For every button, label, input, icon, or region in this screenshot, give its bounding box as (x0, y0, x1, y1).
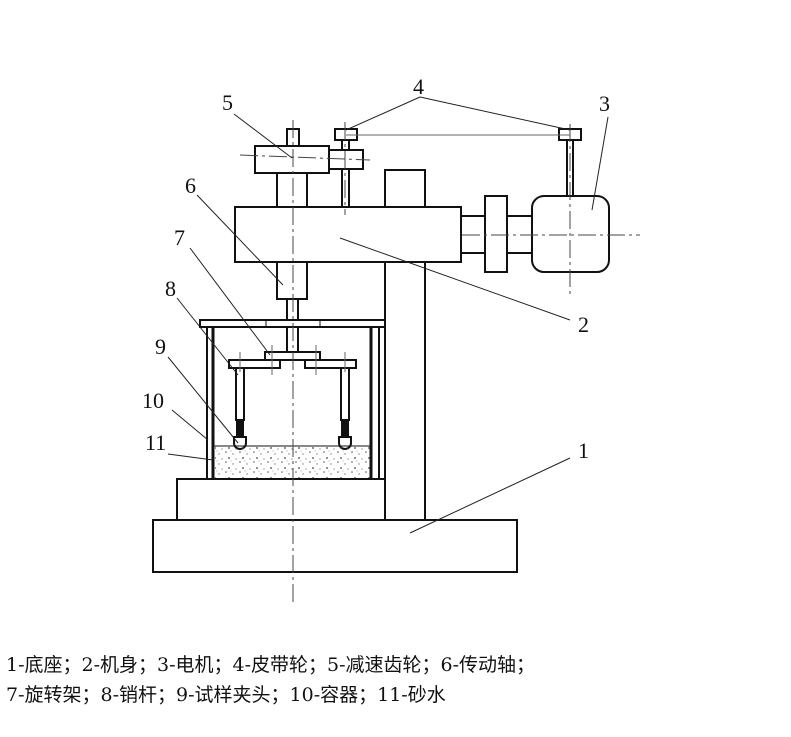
top-block (384, 169, 426, 208)
caption-line-1: 1-底座；2-机身；3-电机；4-皮带轮；5-减速齿轮；6-传动轴； (6, 654, 536, 676)
callout-10: 10 (142, 388, 164, 413)
coupling (484, 195, 508, 273)
base-plate (152, 519, 518, 573)
clamp-left (236, 419, 244, 438)
machine-diagram: 1 2 3 4 5 6 7 8 9 10 11 (142, 74, 640, 605)
callout-5: 5 (222, 90, 233, 115)
callout-4: 4 (413, 74, 424, 99)
arm-right (304, 359, 357, 369)
machine-body (234, 206, 462, 263)
reducer-gear (254, 145, 330, 174)
callout-8: 8 (165, 276, 176, 301)
callout-11: 11 (145, 430, 166, 455)
callout-2: 2 (578, 312, 589, 337)
callout-1: 1 (578, 438, 589, 463)
pin-right (340, 367, 350, 421)
caption-line-2: 7-旋转架；8-销杆；9-试样夹头；10-容器；11-砂水 (6, 684, 446, 706)
base-platform (176, 478, 386, 521)
column (384, 261, 426, 521)
clamp-right (341, 419, 349, 438)
callout-6: 6 (185, 173, 196, 198)
callout-3: 3 (599, 91, 610, 116)
callout-7: 7 (174, 225, 185, 250)
pin-left (235, 367, 245, 421)
callout-9: 9 (155, 334, 166, 359)
shaft-housing (276, 261, 308, 300)
